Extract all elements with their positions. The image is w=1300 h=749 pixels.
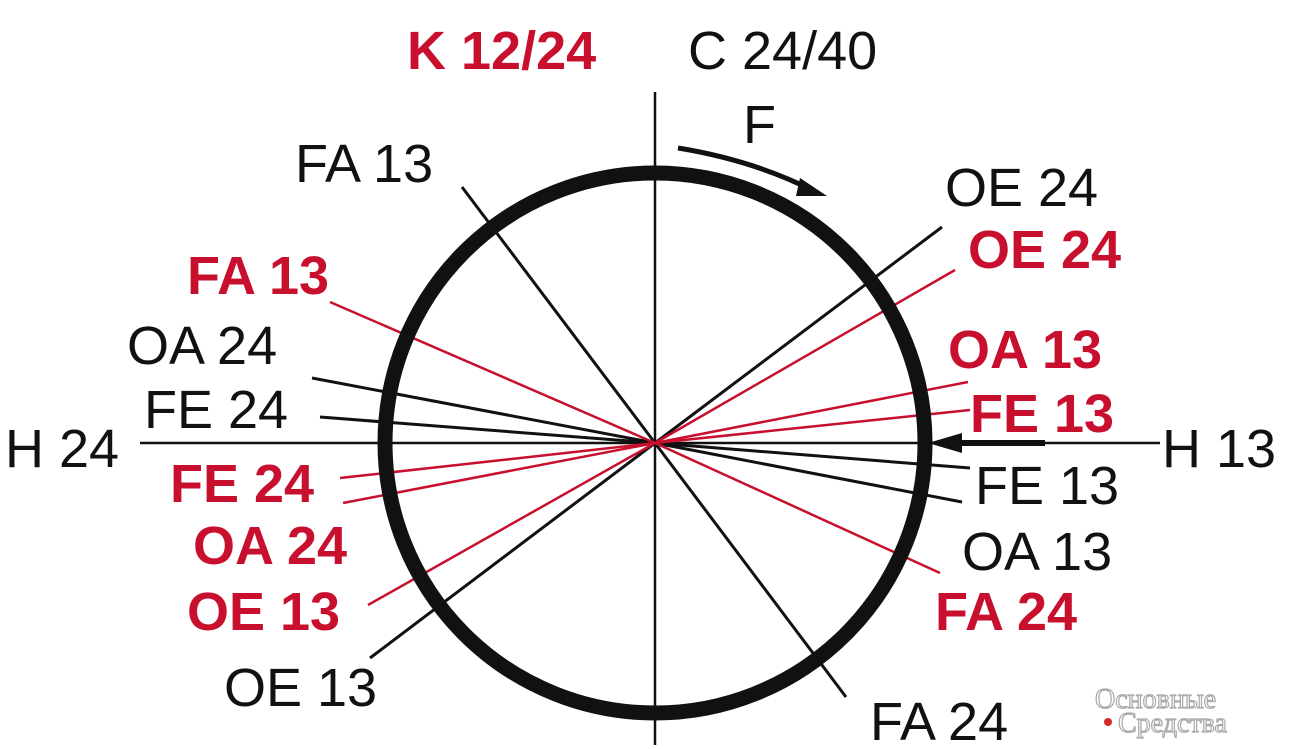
title-right: C 24/40 bbox=[688, 21, 877, 81]
label-fe24-black: FE 24 bbox=[144, 380, 288, 440]
label-fa24-black: FA 24 bbox=[870, 692, 1008, 749]
label-fa24-red: FA 24 bbox=[935, 582, 1077, 642]
h13-indicator-arrowhead bbox=[928, 433, 962, 453]
watermark-dot bbox=[1104, 718, 1112, 726]
line-oe24-red bbox=[654, 268, 956, 445]
rotation-label: F bbox=[743, 95, 776, 155]
label-oa24-red: OA 24 bbox=[193, 516, 347, 576]
watermark-logo: Основные Средства bbox=[1094, 683, 1228, 739]
label-oe24-black: OE 24 bbox=[945, 158, 1098, 218]
line-fe24-black bbox=[319, 415, 656, 445]
label-oe13-black: OE 13 bbox=[224, 658, 377, 718]
rotation-arrowhead bbox=[796, 178, 827, 196]
label-oa13-red: OA 13 bbox=[948, 320, 1102, 380]
watermark-line1: Основные bbox=[1095, 684, 1216, 715]
label-fe13-red: FE 13 bbox=[970, 384, 1114, 444]
label-fe13-black: FE 13 bbox=[975, 456, 1119, 516]
label-oa13-black: OA 13 bbox=[962, 522, 1112, 582]
axis-label-left: H 24 bbox=[5, 419, 119, 479]
line-oa13-black bbox=[654, 441, 963, 504]
title-left: K 12/24 bbox=[407, 21, 596, 81]
label-oe13-red: OE 13 bbox=[187, 582, 340, 642]
label-fa13-red: FA 13 bbox=[187, 246, 329, 306]
line-oa24-black bbox=[311, 376, 656, 445]
rotation-arrow bbox=[677, 145, 814, 193]
line-oe13-black bbox=[369, 441, 656, 660]
label-oe24-red: OE 24 bbox=[968, 220, 1121, 280]
line-oe13-red bbox=[367, 441, 656, 607]
label-fe24-red: FE 24 bbox=[170, 454, 314, 514]
axis-label-right: H 13 bbox=[1162, 419, 1276, 479]
watermark-line2: Средства bbox=[1118, 708, 1227, 739]
line-fa13-red bbox=[329, 300, 656, 445]
line-fa24-red bbox=[654, 441, 941, 575]
line-oe24-black bbox=[654, 225, 943, 445]
label-fa13-black: FA 13 bbox=[295, 134, 433, 194]
label-oa24-black: OA 24 bbox=[127, 316, 277, 376]
crank-circle bbox=[377, 165, 933, 721]
